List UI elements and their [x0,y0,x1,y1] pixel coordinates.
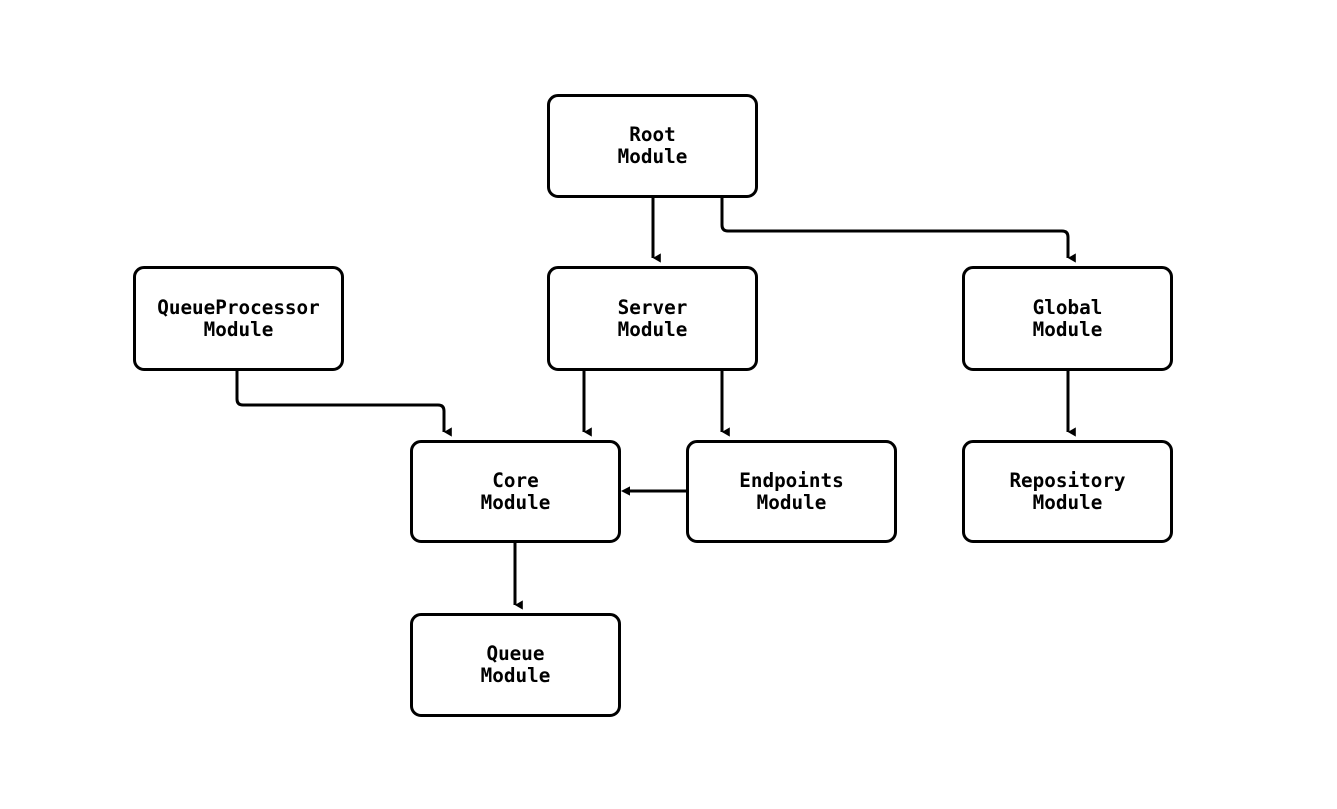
node-queueprocessor[interactable]: QueueProcessor Module [133,266,344,371]
node-root[interactable]: Root Module [547,94,758,198]
node-server-label-line1: Server [617,295,688,319]
edge-queueprocessor-to-core [235,371,452,437]
node-core-label-line2: Module [480,490,551,514]
node-server-label-line2: Module [617,317,688,341]
node-server[interactable]: Server Module [547,266,758,371]
node-repository[interactable]: Repository Module [962,440,1173,543]
node-endpoints[interactable]: Endpoints Module [686,440,897,543]
edge-root-to-global [720,198,1076,263]
node-repository-label-line1: Repository [1009,468,1126,492]
node-endpoints-label-line1: Endpoints [739,468,844,492]
node-queueprocessor-label-line1: QueueProcessor [157,295,320,319]
node-root-label-line1: Root [629,123,676,146]
node-repository-label-line2: Module [1032,490,1103,514]
node-queue[interactable]: Queue Module [410,613,621,717]
node-endpoints-label-line2: Module [756,490,827,514]
node-root-label-line2: Module [617,145,688,168]
node-core-label-line1: Core [492,468,539,492]
node-global-label-line2: Module [1032,317,1103,341]
node-core[interactable]: Core Module [410,440,621,543]
node-queue-label-line2: Module [480,664,551,687]
node-queueprocessor-label-line2: Module [203,317,274,341]
node-queue-label-line1: Queue [486,642,545,665]
node-global[interactable]: Global Module [962,266,1173,371]
node-global-label-line1: Global [1032,295,1103,319]
edge-endpoints-to-core-arrowhead [621,486,630,496]
